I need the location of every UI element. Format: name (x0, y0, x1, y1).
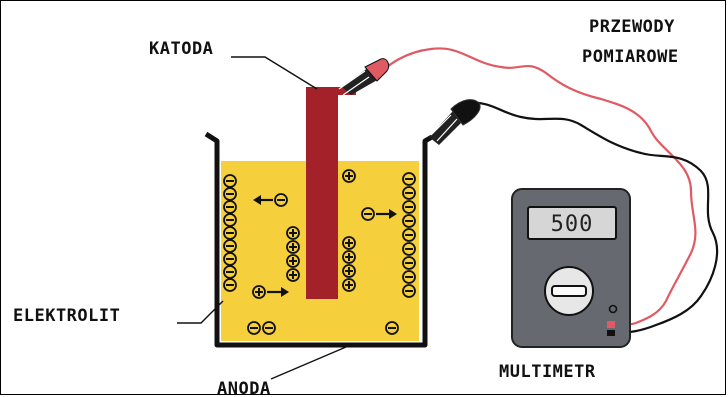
label-electrolyte: ELEKTROLIT (13, 306, 120, 326)
negative-ion (385, 321, 399, 335)
beaker (204, 131, 439, 348)
negative-ion (223, 252, 237, 266)
multimeter-port (608, 304, 618, 314)
multimeter: 500 (511, 188, 631, 348)
positive-ion-moving (252, 285, 289, 299)
positive-ion (286, 268, 300, 282)
red-lead (352, 47, 697, 329)
positive-ions-left (286, 226, 300, 282)
positive-ion (286, 240, 300, 254)
cathode-tab (306, 87, 356, 95)
label-leads-line2: POMIAROWE (582, 47, 679, 67)
positive-ion (342, 169, 356, 183)
negative-ions-right (402, 172, 416, 298)
red-clip (338, 58, 390, 96)
positive-ion (342, 278, 356, 292)
negative-ion (402, 214, 416, 228)
negative-ion (402, 200, 416, 214)
label-cathode: KATODA (149, 39, 213, 59)
negative-ion (262, 321, 276, 335)
label-anode: ANODA (217, 379, 271, 395)
negative-ion (402, 172, 416, 186)
negative-ion (223, 265, 237, 279)
positive-ions-right (342, 169, 356, 292)
negative-ion (402, 242, 416, 256)
leader-electrolyte (177, 300, 224, 324)
negative-ion (223, 200, 237, 214)
negative-ion (223, 174, 237, 188)
negative-ion-moving-right (361, 207, 397, 221)
negative-ion (223, 278, 237, 292)
leader-anode (270, 346, 347, 380)
multimeter-reading: 500 (551, 212, 594, 237)
positive-ion (286, 254, 300, 268)
negative-ion (223, 239, 237, 253)
negative-ions-left (223, 174, 237, 292)
multimeter-port-black (607, 330, 615, 336)
multimeter-display (527, 206, 617, 240)
label-leads-line1: PRZEWODY (589, 17, 675, 37)
negative-ion (223, 226, 237, 240)
positive-ion (342, 264, 356, 278)
positive-ion (286, 226, 300, 240)
negative-ion (223, 213, 237, 227)
leader-cathode (231, 56, 318, 90)
black-clip (429, 99, 481, 145)
multimeter-port-red (607, 321, 615, 328)
negative-ions-bottom (247, 321, 399, 335)
black-lead (468, 101, 719, 335)
negative-ion (402, 228, 416, 242)
negative-ion (402, 186, 416, 200)
negative-ion (402, 284, 416, 298)
negative-ion (402, 256, 416, 270)
negative-ion-moving-left (253, 193, 288, 207)
positive-ion (342, 236, 356, 250)
cathode-electrode (306, 91, 338, 299)
negative-ion (247, 321, 261, 335)
negative-ion (402, 270, 416, 284)
positive-ion (342, 250, 356, 264)
negative-ion (223, 187, 237, 201)
label-multimeter: MULTIMETR (499, 362, 596, 382)
